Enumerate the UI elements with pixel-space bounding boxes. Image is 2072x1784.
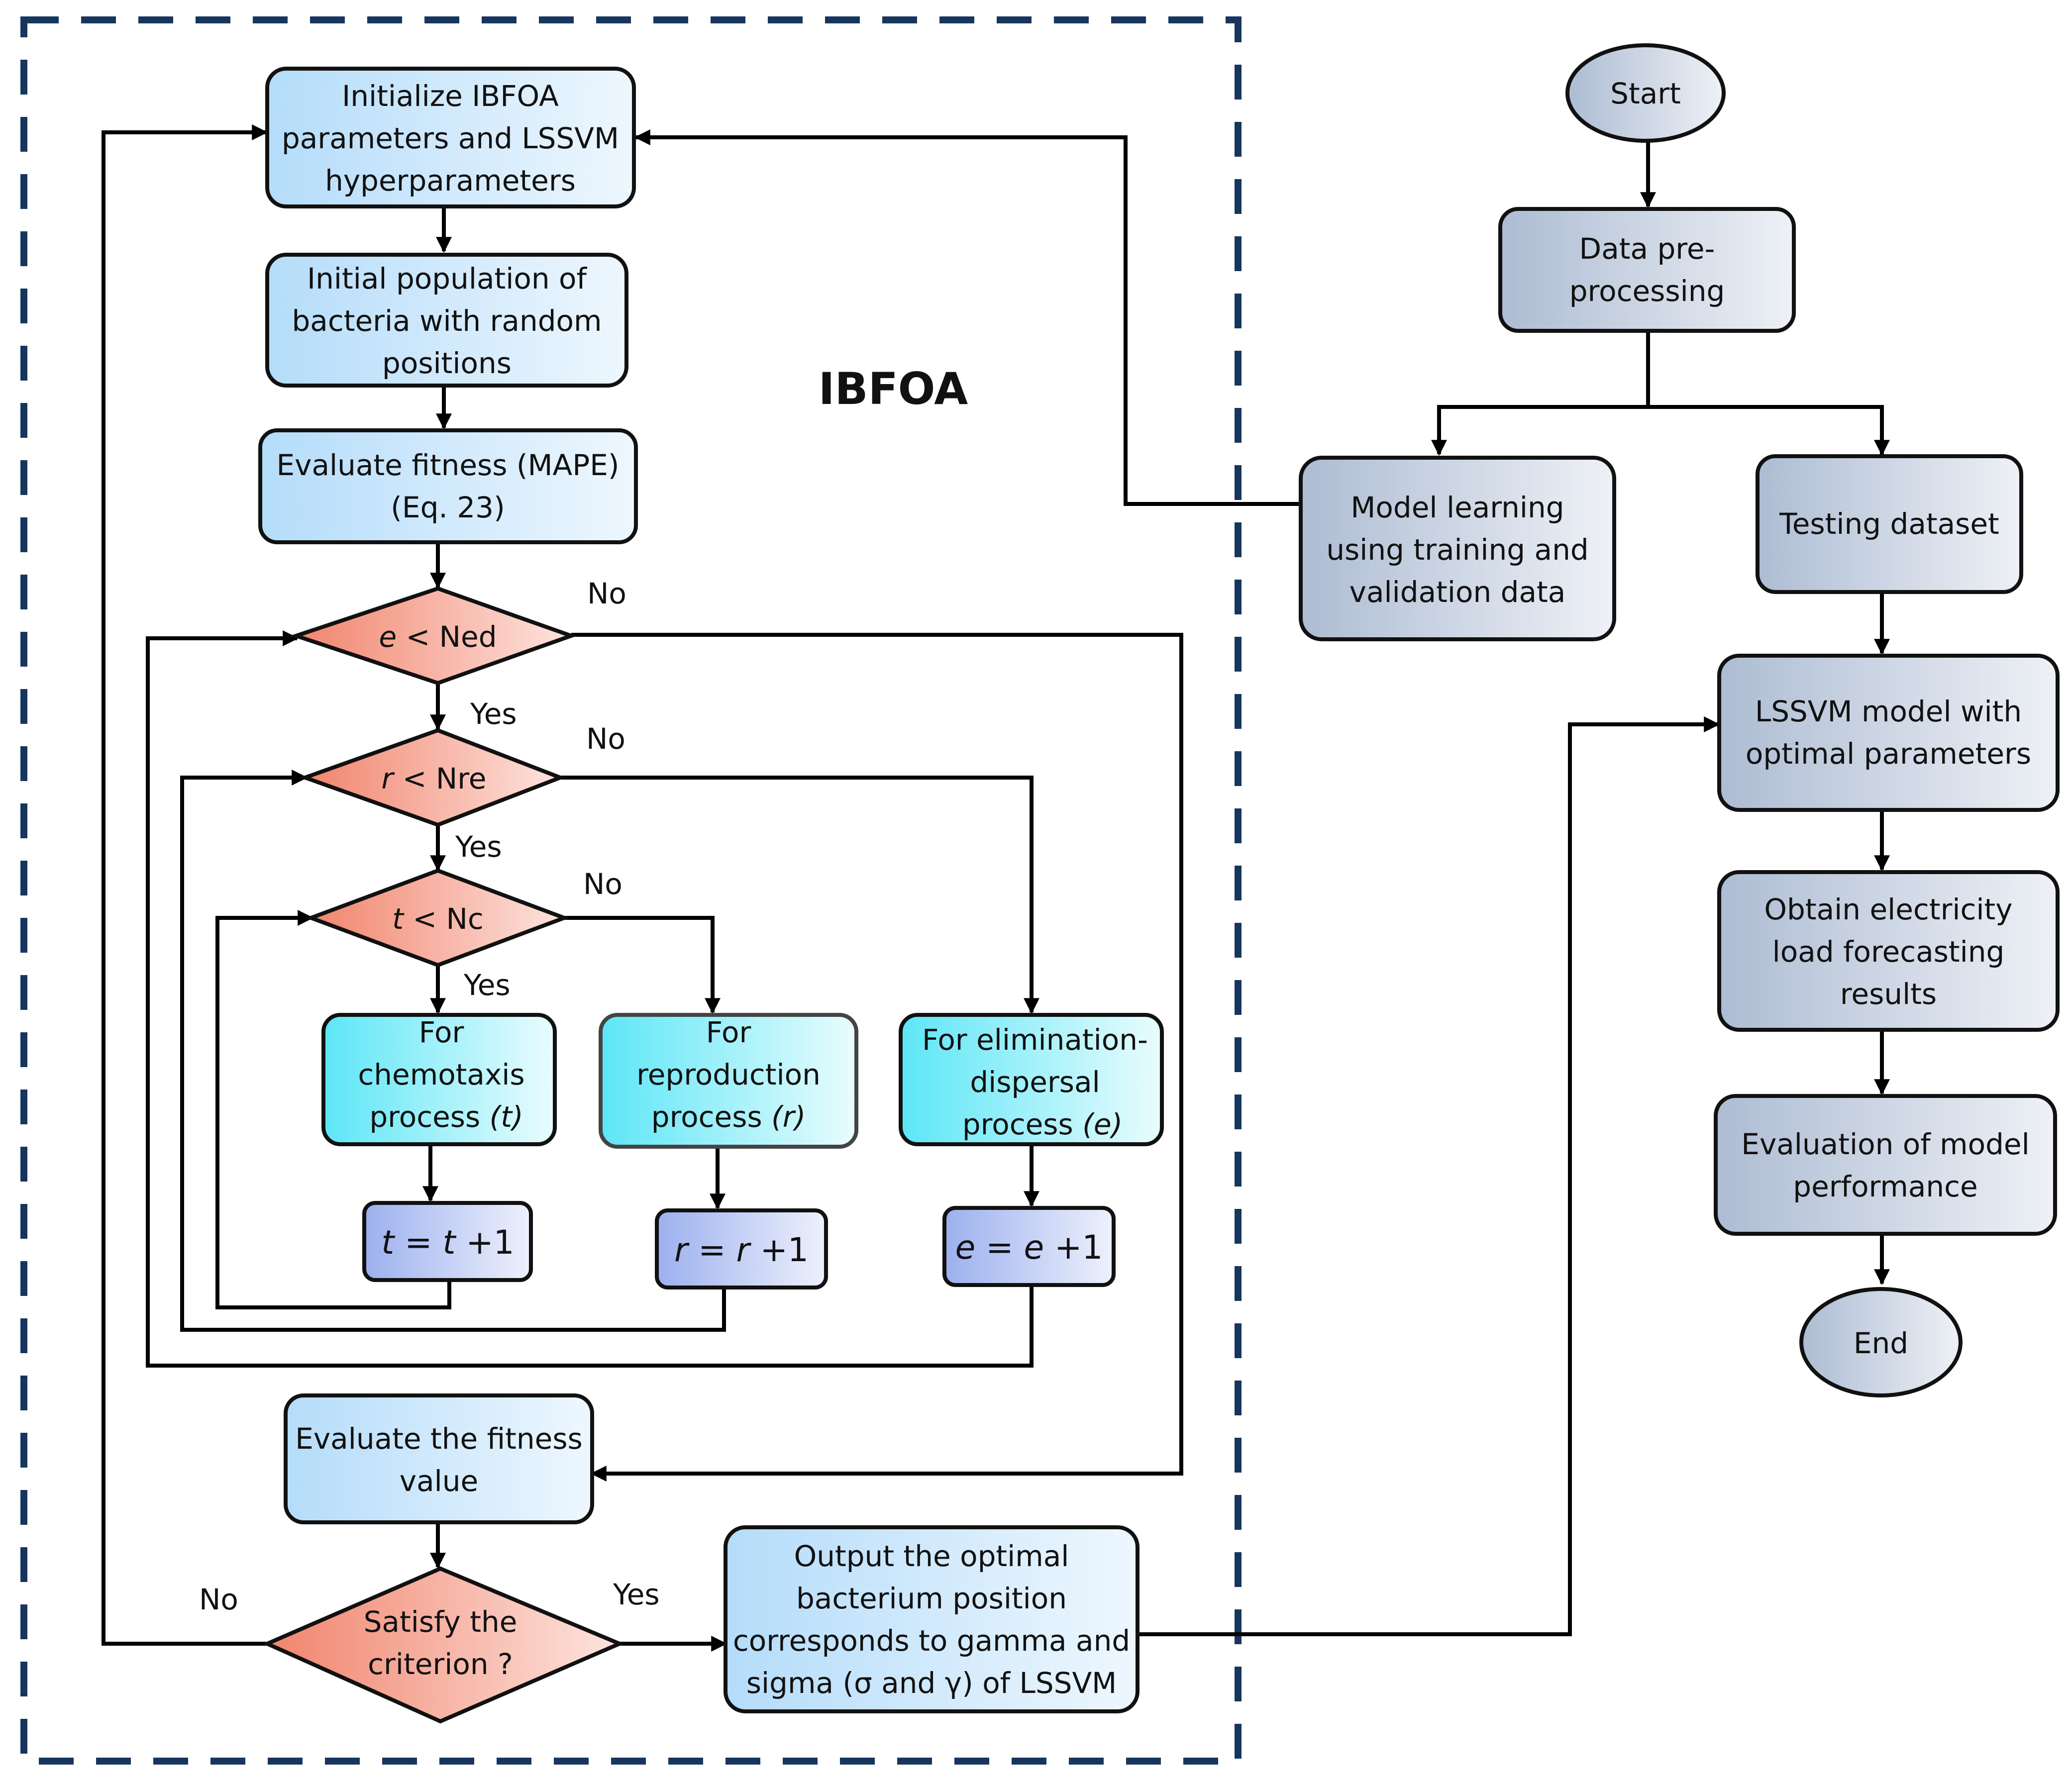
svg-text:End: End bbox=[1854, 1326, 1908, 1360]
svg-text:process (r): process (r) bbox=[651, 1100, 806, 1134]
svg-text:sigma (σ and γ) of LSSVM: sigma (σ and γ) of LSSVM bbox=[746, 1666, 1117, 1700]
svg-text:Obtain electricity: Obtain electricity bbox=[1764, 892, 2012, 926]
svg-text:positions: positions bbox=[382, 346, 512, 380]
svg-text:Evaluate fitness (MAPE): Evaluate fitness (MAPE) bbox=[277, 448, 620, 482]
svg-text:t < Nc: t < Nc bbox=[392, 902, 484, 936]
ibfoa-panel-title: IBFOA bbox=[819, 363, 968, 414]
initial-population-box: Initial population of bacteria with rand… bbox=[265, 253, 628, 388]
svg-text:process (t): process (t) bbox=[369, 1100, 523, 1134]
svg-text:dispersal: dispersal bbox=[970, 1065, 1100, 1099]
edge-label-no-t: No bbox=[583, 867, 622, 901]
edge-label-no-satisfy: No bbox=[199, 1583, 238, 1616]
svg-text:For elimination-: For elimination- bbox=[922, 1023, 1148, 1057]
svg-text:For: For bbox=[706, 1015, 751, 1049]
svg-text:Initial population of: Initial population of bbox=[307, 262, 587, 296]
e-increment-box: e = e +1 bbox=[942, 1206, 1116, 1287]
edge-label-no-r: No bbox=[586, 722, 625, 756]
obtain-results-box: Obtain electricity load forecasting resu… bbox=[1717, 870, 2060, 1032]
svg-text:optimal parameters: optimal parameters bbox=[1746, 737, 2031, 771]
data-preprocessing-box: Data pre- processing bbox=[1498, 207, 1796, 333]
decision-e-ned: e < Ned bbox=[290, 586, 577, 686]
r-increment-box: r = r +1 bbox=[655, 1208, 828, 1289]
svg-text:Initialize IBFOA: Initialize IBFOA bbox=[342, 79, 559, 113]
svg-text:reproduction: reproduction bbox=[636, 1058, 821, 1091]
svg-text:e = e +1: e = e +1 bbox=[955, 1228, 1103, 1267]
model-learning-box: Model learning using training and valida… bbox=[1299, 456, 1616, 641]
testing-dataset-box: Testing dataset bbox=[1756, 454, 2023, 594]
reproduction-box: For reproduction process (r) bbox=[599, 1013, 858, 1149]
decision-t-nc: t < Nc bbox=[305, 868, 570, 968]
evaluation-model-box: Evaluation of model performance bbox=[1714, 1094, 2057, 1236]
svg-text:processing: processing bbox=[1569, 274, 1725, 308]
svg-text:bacterium position: bacterium position bbox=[796, 1582, 1067, 1615]
evaluate-fitness-box: Evaluate fitness (MAPE) (Eq. 23) bbox=[258, 428, 638, 544]
decision-r-nre: r < Nre bbox=[299, 728, 566, 827]
edge-label-yes-t: Yes bbox=[463, 968, 511, 1002]
output-optimal-box: Output the optimal bacterium position co… bbox=[724, 1525, 1140, 1713]
svg-text:parameters and LSSVM: parameters and LSSVM bbox=[282, 121, 619, 155]
svg-text:e < Ned: e < Ned bbox=[379, 620, 497, 654]
svg-text:chemotaxis: chemotaxis bbox=[358, 1058, 524, 1091]
connectors bbox=[102, 124, 1890, 1652]
svg-text:performance: performance bbox=[1793, 1170, 1977, 1203]
svg-text:value: value bbox=[400, 1464, 478, 1498]
initialize-box: Initialize IBFOA parameters and LSSVM hy… bbox=[265, 67, 636, 208]
t-increment-box: t = t +1 bbox=[362, 1201, 533, 1282]
svg-text:r < Nre: r < Nre bbox=[382, 762, 487, 795]
svg-text:results: results bbox=[1840, 977, 1937, 1011]
evaluate-fitness-value-box: Evaluate the fitness value bbox=[284, 1393, 594, 1524]
chemotaxis-box: For chemotaxis process (t) bbox=[321, 1013, 557, 1146]
svg-text:Satisfy the: Satisfy the bbox=[364, 1605, 518, 1639]
svg-text:Model learning: Model learning bbox=[1350, 491, 1564, 524]
svg-text:bacteria with random: bacteria with random bbox=[292, 304, 602, 338]
svg-text:Testing dataset: Testing dataset bbox=[1779, 507, 1999, 541]
edge-label-yes-r: Yes bbox=[455, 830, 502, 864]
svg-text:load forecasting: load forecasting bbox=[1772, 935, 2005, 969]
svg-text:For: For bbox=[419, 1015, 464, 1049]
svg-text:LSSVM model with: LSSVM model with bbox=[1755, 694, 2022, 728]
elimination-dispersal-box: For elimination- dispersal process (e) bbox=[899, 1013, 1164, 1146]
svg-text:Start: Start bbox=[1610, 77, 1681, 110]
svg-text:Evaluation of model: Evaluation of model bbox=[1741, 1127, 2029, 1161]
edge-label-yes-satisfy: Yes bbox=[613, 1578, 660, 1611]
ibfoa-panel-border bbox=[20, 16, 1242, 1765]
edge-label-no-e: No bbox=[587, 577, 626, 610]
svg-text:criterion ?: criterion ? bbox=[368, 1647, 513, 1681]
decision-satisfy-criterion: Satisfy the criterion ? bbox=[262, 1566, 625, 1724]
start-node: Start bbox=[1565, 43, 1726, 143]
lssvm-model-box: LSSVM model with optimal parameters bbox=[1717, 654, 2060, 812]
svg-text:corresponds to gamma and: corresponds to gamma and bbox=[733, 1624, 1130, 1658]
svg-text:Data pre-: Data pre- bbox=[1579, 232, 1715, 266]
svg-text:Evaluate the fitness: Evaluate the fitness bbox=[295, 1422, 583, 1456]
svg-text:Output the optimal: Output the optimal bbox=[794, 1539, 1069, 1573]
svg-text:process (e): process (e) bbox=[962, 1107, 1123, 1141]
edge-label-yes-e: Yes bbox=[470, 697, 517, 731]
end-node: End bbox=[1799, 1287, 1963, 1397]
svg-text:t = t +1: t = t +1 bbox=[381, 1223, 514, 1262]
svg-text:hyperparameters: hyperparameters bbox=[325, 164, 576, 198]
svg-text:validation data: validation data bbox=[1349, 575, 1566, 609]
svg-text:(Eq. 23): (Eq. 23) bbox=[391, 491, 505, 524]
svg-text:r = r +1: r = r +1 bbox=[674, 1231, 809, 1269]
svg-text:using training and: using training and bbox=[1326, 533, 1588, 567]
